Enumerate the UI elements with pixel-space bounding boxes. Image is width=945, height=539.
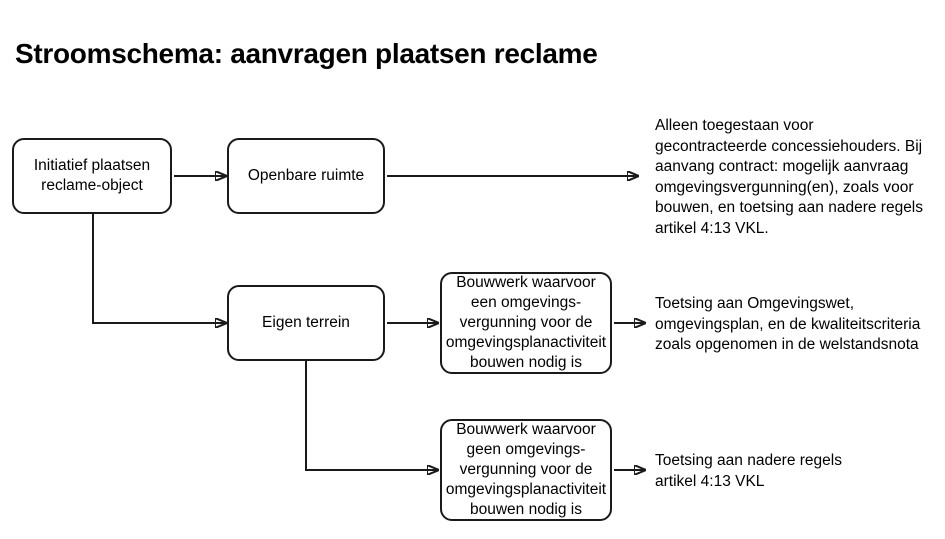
node-openbare-ruimte: Openbare ruimte — [227, 138, 385, 214]
annotation-openbare-ruimte-uitkomst: Alleen toegestaan voor gecontracteerde c… — [655, 117, 924, 237]
node-initiatief-plaatsen-reclame-object: Initiatief plaatsen reclame-object — [12, 138, 172, 214]
page-title: Stroomschema: aanvragen plaatsen reclame — [15, 38, 598, 69]
node-bouwwerk-zonder-omgevingsvergunning: Bouwwerk waarvoor geen omgevings- vergun… — [440, 419, 612, 521]
node-bouwwerk-met-omgevingsvergunning: Bouwwerk waarvoor een omgevings- vergunn… — [440, 272, 612, 374]
arrow-initiatief-to-eigen-terrein — [92, 214, 226, 323]
node-eigen-terrein: Eigen terrein — [227, 285, 385, 361]
annotation-zonder-vergunning-uitkomst: Toetsing aan nadere regels artikel 4:13 … — [655, 452, 842, 490]
arrow-eigen-terrein-to-zonder-vergunning — [305, 361, 438, 470]
annotation-met-vergunning-uitkomst: Toetsing aan Omgevingswet, omgevingsplan… — [655, 295, 921, 353]
